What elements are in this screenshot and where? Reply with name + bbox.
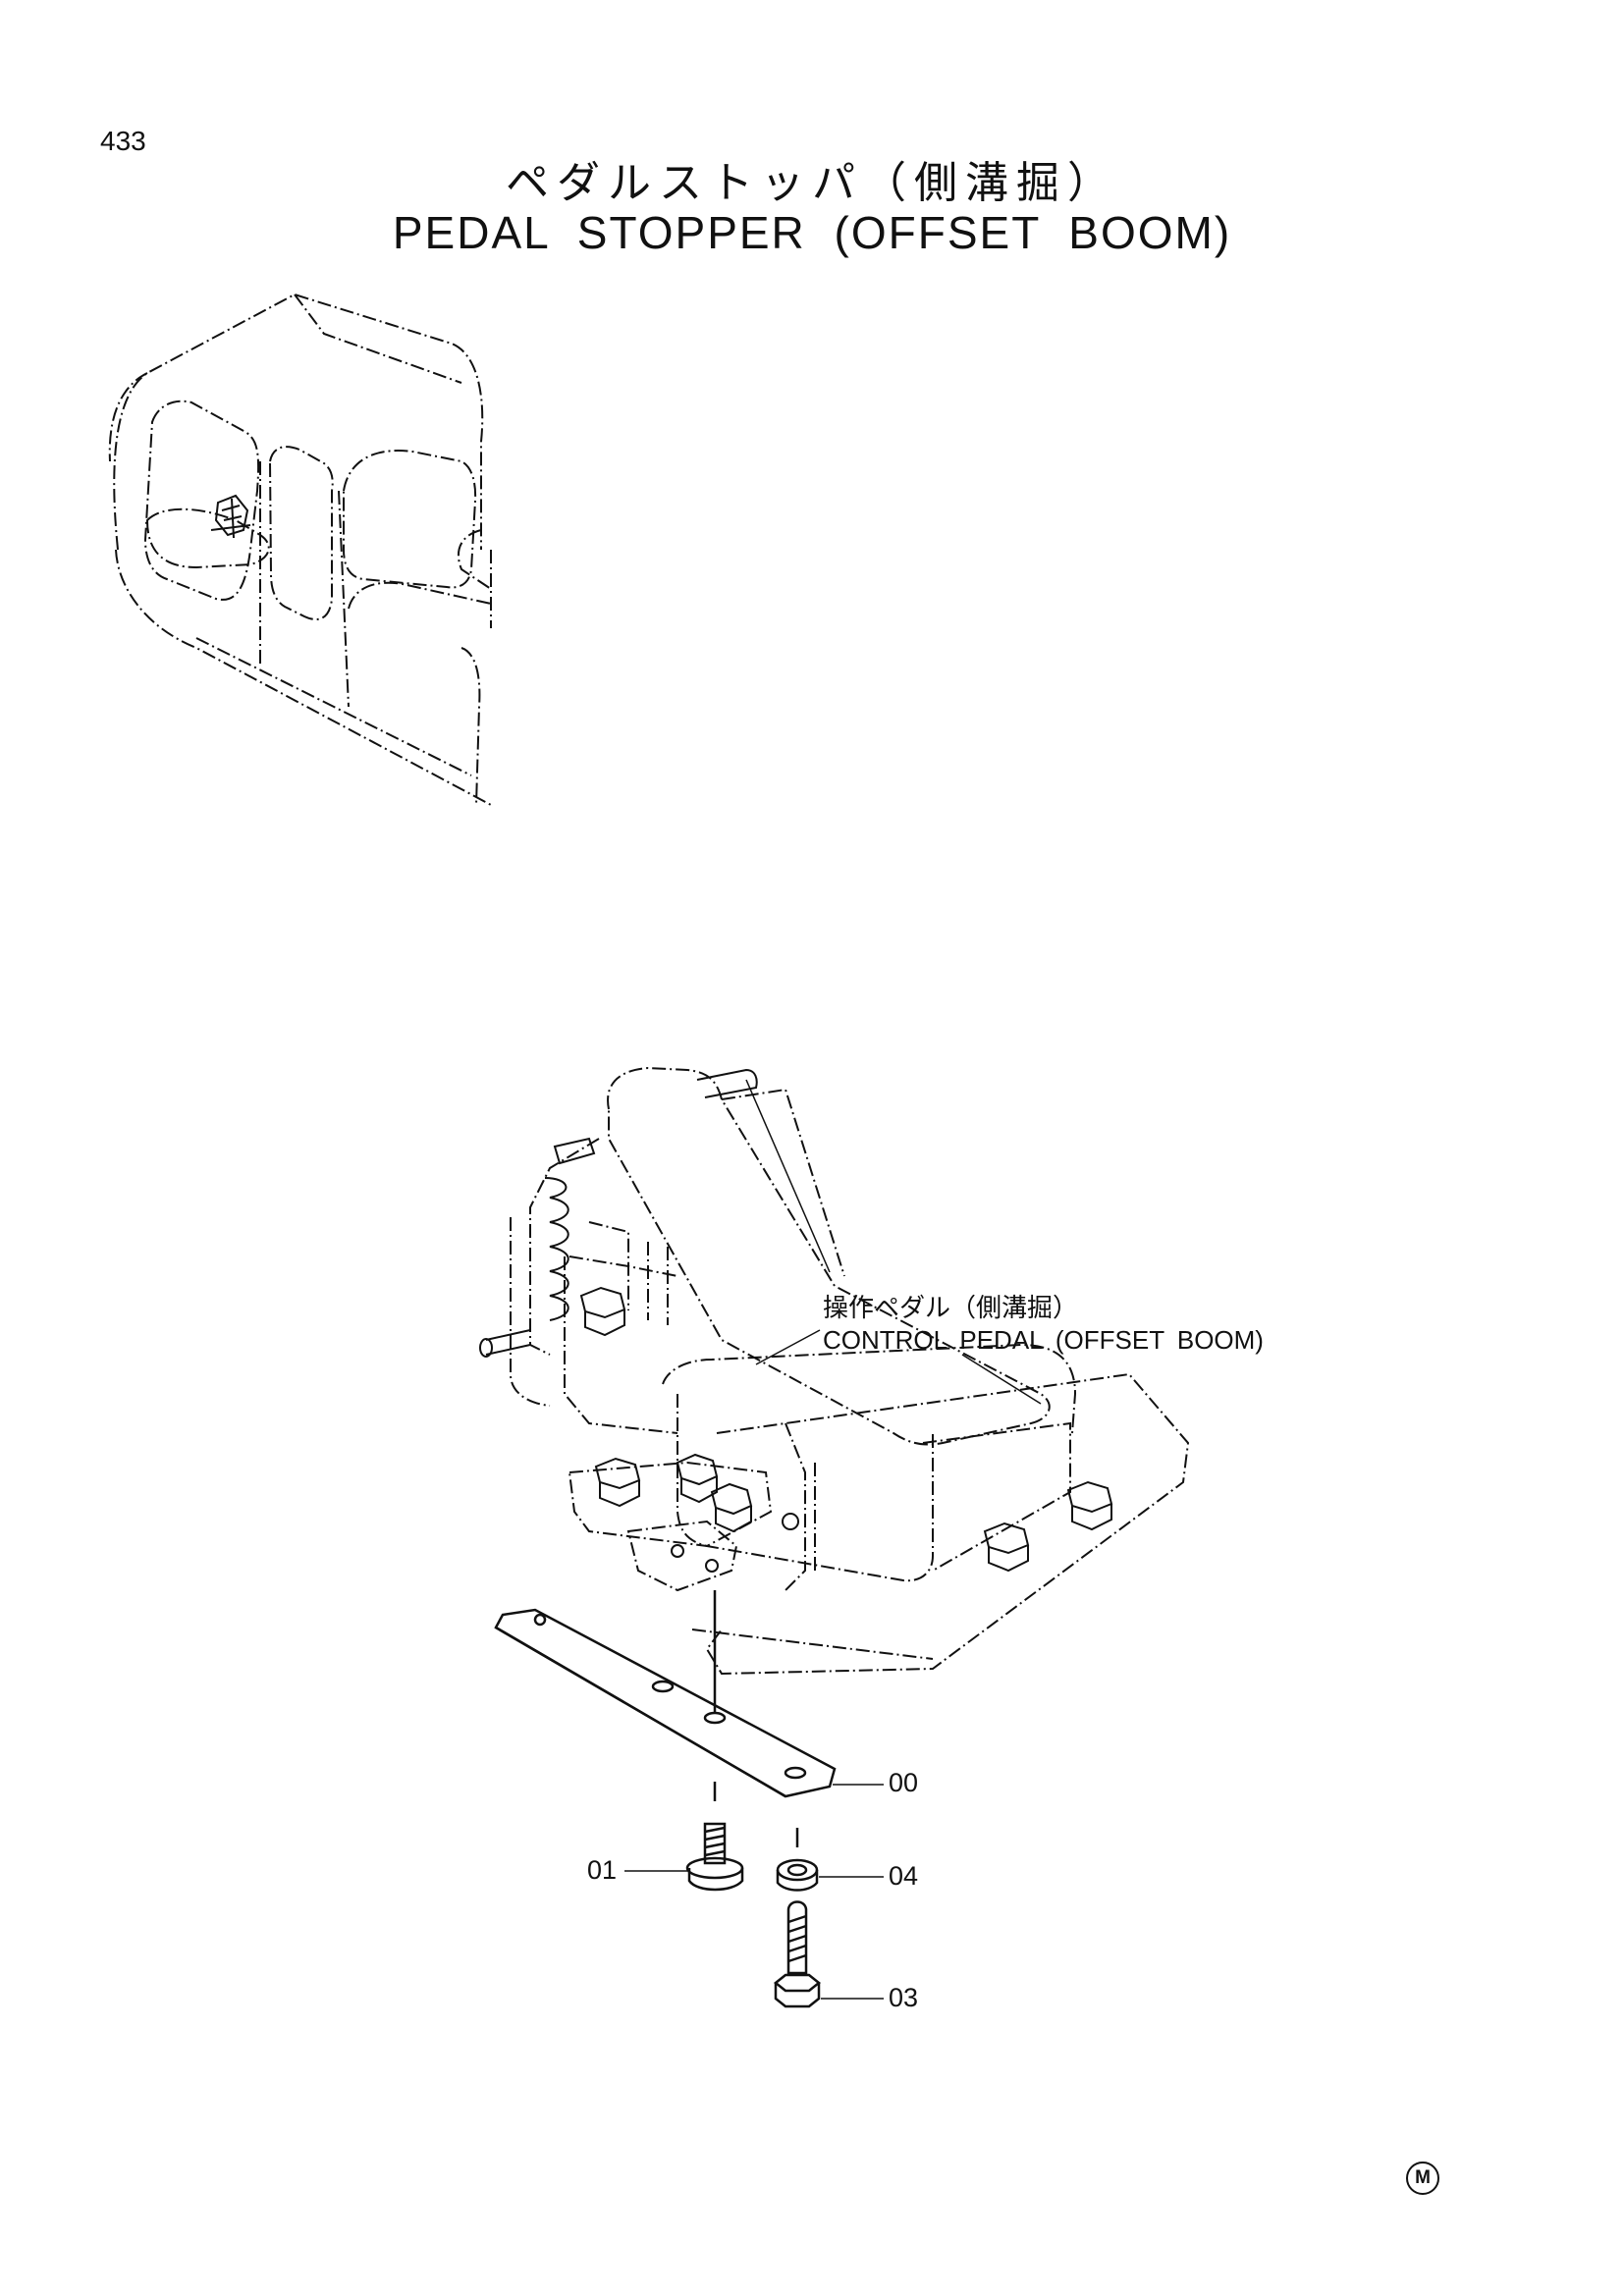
control-pedal-label-japanese: 操作ペダル（側溝掘） [823,1294,1079,1323]
page-title-japanese: ペダルストッパ（側溝掘） [506,158,1118,208]
page-title-english: PEDAL STOPPER (OFFSET BOOM) [392,207,1232,258]
stopper-plate [494,1590,837,1798]
control-pedal-label-english: CONTROL PEDAL (OFFSET BOOM) [823,1325,1264,1355]
brand-mark-icon: M [1406,2162,1439,2195]
part-01-bolt [685,1782,744,1892]
page-number: 433 [100,126,146,156]
control-pedal-assembly [510,1066,1190,1676]
part-number-01: 01 [587,1855,618,1885]
cab-overview-illustration [108,293,492,806]
part-number-03: 03 [889,1983,919,2012]
pedal-location-marker [210,494,251,539]
part-number-04: 04 [889,1861,919,1891]
part-04-nut [776,1828,819,1892]
part-03-bolt [773,1900,822,2008]
assembly-hardware [479,1068,1113,1573]
callout-leaders [745,1079,1042,1405]
part-number-00: 00 [889,1768,919,1797]
part-number-leaders [624,1784,884,2000]
